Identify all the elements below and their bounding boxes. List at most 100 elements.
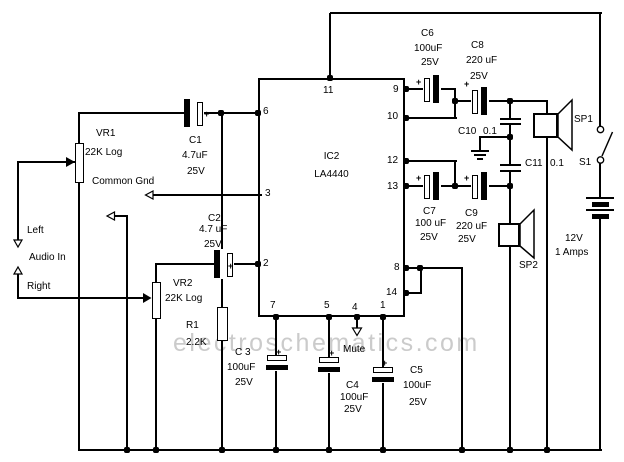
label-c7-voltage: 25V (420, 232, 438, 243)
junction-dot (219, 447, 225, 453)
label-c10-ref: C10 (458, 126, 477, 137)
junction-dot (403, 183, 409, 189)
label-c8-voltage: 25V (470, 71, 488, 82)
wire (480, 136, 511, 138)
capacitor-c11 (500, 164, 521, 172)
junction-dot (255, 261, 261, 267)
label-c2-value: 4.7 uF (199, 224, 228, 235)
junction-dot (403, 115, 409, 121)
label-common-gnd: Common Gnd (92, 176, 155, 187)
wire (126, 215, 128, 451)
pin-label-14: 14 (386, 287, 398, 298)
wire (599, 218, 601, 451)
label-vr2-ref: VR2 (173, 278, 193, 289)
label-c10-value: 0.1 (483, 126, 497, 137)
switch-s1-contact (596, 156, 605, 164)
label-c1-value: 4.7uF (182, 150, 208, 161)
label-left-input: Left (27, 225, 44, 236)
junction-dot (403, 158, 409, 164)
label-battery-voltage: 12V (565, 233, 583, 244)
label-r1-ref: R1 (186, 320, 199, 331)
speaker-sp1-cone-icon (557, 98, 573, 152)
junction-dot (507, 98, 513, 104)
label-c9-ref: C9 (465, 208, 478, 219)
potentiometer-vr1 (75, 143, 84, 183)
wire (330, 12, 602, 14)
polarity-plus-c5: + (382, 358, 388, 368)
label-sp2: SP2 (519, 260, 538, 271)
wire (221, 112, 223, 308)
label-mute: Mute (343, 344, 366, 355)
label-c8-ref: C8 (471, 40, 484, 51)
pin-label-5: 5 (324, 300, 330, 311)
pin-label-8: 8 (394, 262, 400, 273)
potentiometer-vr2 (152, 282, 161, 319)
junction-dot (459, 447, 465, 453)
label-c3-ref: C 3 (235, 347, 251, 358)
wire (405, 160, 457, 162)
wire (405, 292, 422, 294)
junction-dot (380, 447, 386, 453)
capacitor-c2 (214, 249, 234, 279)
label-c5-ref: C5 (410, 365, 423, 376)
label-c9-value: 220 uF (456, 221, 488, 232)
wire (405, 267, 463, 269)
capacitor-c7 (423, 171, 441, 201)
wire (275, 316, 277, 451)
wire (78, 112, 80, 144)
capacitor-c1 (184, 98, 204, 128)
label-c3-value: 100uF (227, 362, 256, 373)
wire (356, 316, 358, 330)
capacitor-c5 (372, 367, 394, 383)
junction-dot (326, 447, 332, 453)
junction-dot (403, 265, 409, 271)
wire (18, 161, 76, 163)
wire (479, 136, 481, 152)
junction-dot (544, 447, 550, 453)
pin-label-12: 12 (387, 155, 399, 166)
polarity-plus-c7: + (416, 173, 422, 183)
label-c1-ref: C1 (189, 135, 202, 146)
pin-label-11: 11 (323, 85, 334, 96)
label-c6-voltage: 25V (421, 57, 439, 68)
junction-dot (507, 183, 513, 189)
label-vr1-value: 22K Log (85, 147, 123, 158)
polarity-plus-c6: + (416, 77, 422, 87)
label-c4-value: 100uF (340, 392, 369, 403)
label-c7-ref: C7 (423, 206, 436, 217)
capacitor-c9 (471, 171, 489, 201)
junction-dot (354, 314, 360, 320)
resistor-r1 (217, 307, 228, 341)
capacitor-c10 (500, 118, 521, 125)
junction-dot (218, 110, 224, 116)
label-r1-value: 2.2K (186, 337, 207, 348)
wire (78, 449, 602, 451)
wire (221, 339, 223, 451)
wire (17, 161, 19, 241)
ground-icon (474, 154, 486, 156)
label-c5-voltage: 25V (409, 397, 427, 408)
junction-dot (452, 183, 458, 189)
wire (155, 317, 157, 451)
junction-dot (327, 75, 333, 81)
label-c4-voltage: 25V (344, 404, 362, 415)
label-c1-voltage: 25V (187, 166, 205, 177)
wire (155, 263, 259, 265)
polarity-plus-c8: + (464, 79, 470, 89)
battery-icon (592, 214, 609, 219)
capacitor-c8 (471, 86, 489, 116)
wire (78, 181, 80, 451)
pin3-ground-arrow-icon (144, 190, 154, 200)
polarity-plus-c1: + (204, 109, 210, 119)
common-ground-arrow-icon (105, 211, 116, 221)
junction-dot (124, 447, 130, 453)
mute-terminal-icon (351, 327, 363, 337)
label-c11-ref: C11 (525, 158, 543, 169)
left-input-terminal-icon (12, 239, 24, 249)
pin-label-7: 7 (270, 300, 276, 311)
polarity-plus-c4: + (329, 348, 335, 358)
capacitor-c4 (318, 357, 340, 373)
junction-dot (507, 447, 513, 453)
label-battery-current: 1 Amps (555, 247, 589, 258)
